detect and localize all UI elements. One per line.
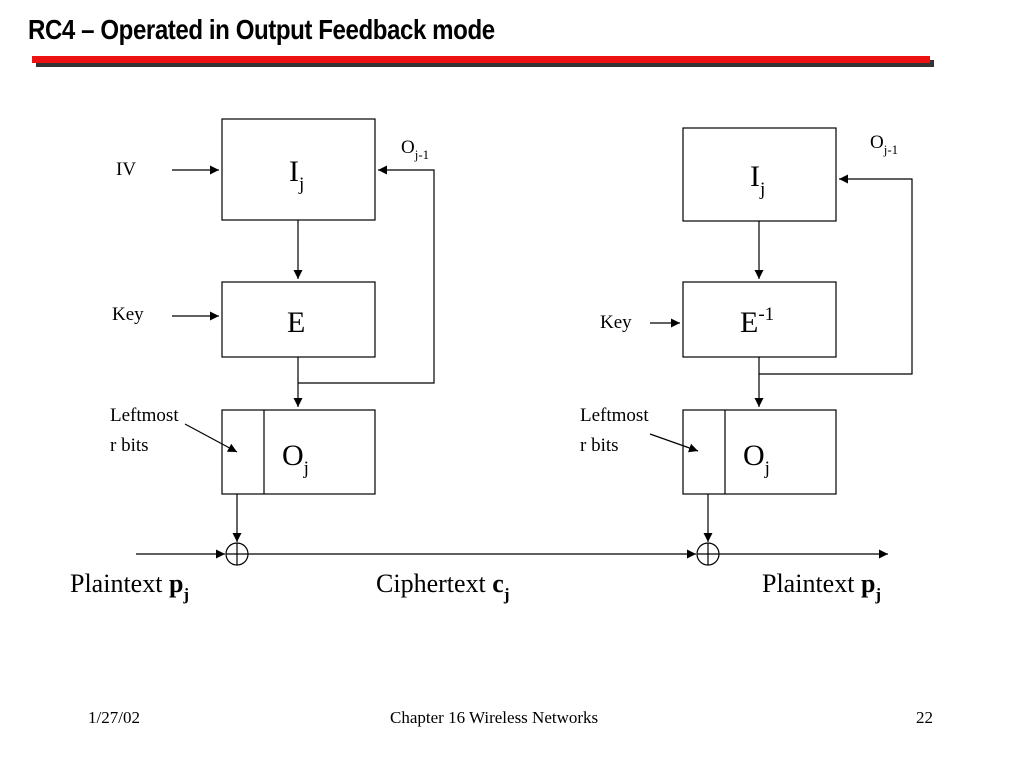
xor-left-icon — [225, 542, 249, 566]
iv-label: IV — [116, 159, 136, 180]
leftmost-bits-pointer-right — [649, 433, 699, 453]
feedback-loop-left — [298, 165, 435, 384]
slide-title: RC4 – Operated in Output Feedback mode — [28, 14, 495, 45]
leftmost-label-right-line1: Leftmost — [580, 405, 649, 426]
feedback-loop-right — [759, 174, 913, 375]
feedback-label-right: Oj-1 — [870, 132, 898, 157]
leftmost-bits-pointer-left — [184, 423, 238, 453]
footer-chapter: Chapter 16 Wireless Networks — [390, 708, 599, 727]
input-register-label-right: Ij — [750, 160, 765, 200]
feedback-label-left: Oj-1 — [401, 137, 429, 162]
output-register-label-right: Oj — [743, 439, 770, 479]
key-label-left: Key — [112, 304, 144, 325]
key-label-right: Key — [600, 312, 632, 333]
plaintext-label-right: Plaintext pj — [762, 569, 881, 604]
decryption-side — [136, 127, 913, 559]
leftmost-label-left-line1: Leftmost — [110, 405, 179, 426]
footer-date: 1/27/02 — [88, 708, 140, 727]
title-underline — [32, 56, 930, 63]
xor-right-icon — [696, 542, 720, 566]
footer-page-number: 22 — [916, 708, 933, 727]
plaintext-label-left: Plaintext pj — [70, 569, 189, 604]
output-register-box-left — [221, 409, 376, 495]
cipher-label-right: E-1 — [740, 304, 774, 339]
leftmost-label-left-line2: r bits — [110, 435, 149, 456]
ciphertext-label: Ciphertext cj — [376, 569, 509, 604]
title-underline-shadow — [36, 60, 934, 67]
input-register-label-left: Ij — [289, 155, 304, 195]
encryption-side — [172, 118, 435, 542]
leftmost-label-right-line2: r bits — [580, 435, 619, 456]
output-register-label-left: Oj — [282, 439, 309, 479]
cipher-label-left: E — [287, 306, 305, 339]
output-register-box-right — [682, 409, 837, 495]
